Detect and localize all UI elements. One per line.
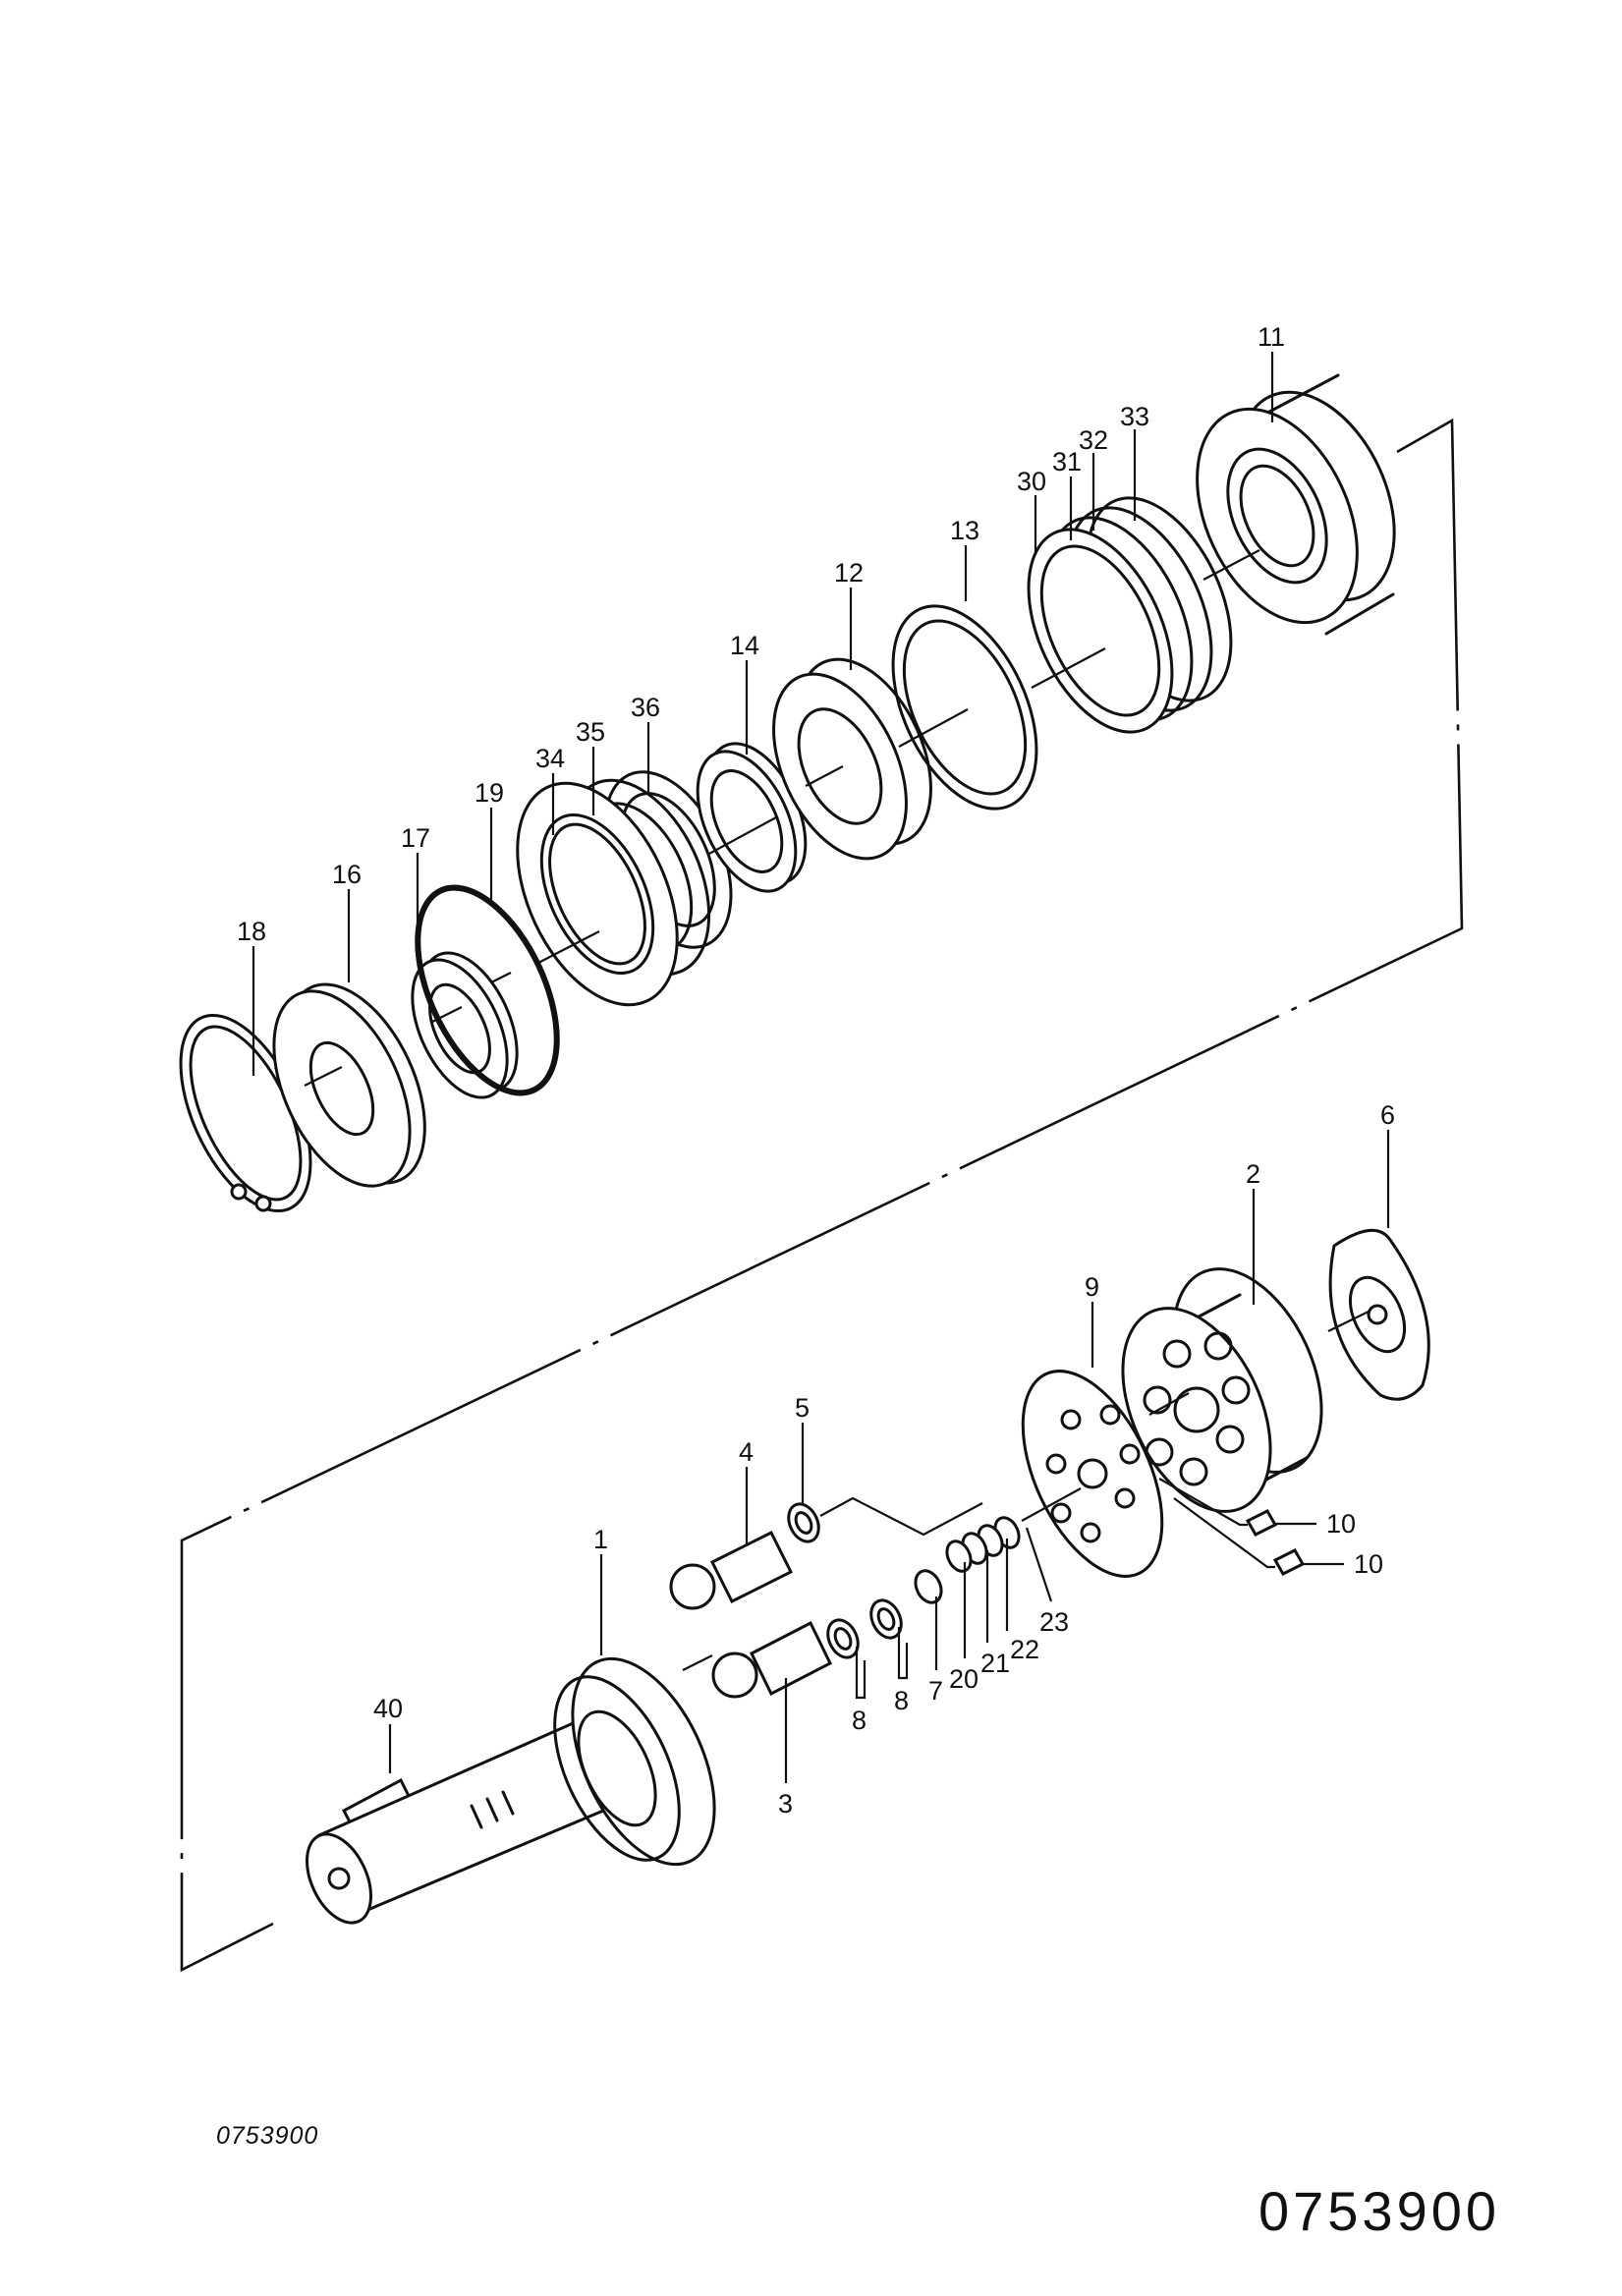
drawing-reference-small: 0753900 [216, 2122, 319, 2150]
callout-8-a: 8 [852, 1706, 867, 1735]
callout-9: 9 [1085, 1272, 1099, 1302]
callout-31: 31 [1052, 447, 1082, 476]
part-10-bolt-b [1272, 1548, 1306, 1576]
part-7-bushing [914, 1569, 943, 1604]
callout-23: 23 [1039, 1607, 1069, 1637]
callout-32: 32 [1079, 425, 1108, 455]
callout-1: 1 [593, 1525, 608, 1554]
callout-11: 11 [1258, 322, 1285, 352]
callout-12: 12 [834, 558, 864, 588]
callout-19: 19 [475, 778, 504, 808]
part-5-shoe [787, 1502, 820, 1543]
part-13-spacer-ring [891, 604, 1038, 811]
part-34-plate [516, 781, 679, 1007]
assembly-axis-upper [304, 549, 1260, 1087]
part-4-piston [669, 1530, 794, 1610]
part-17-bushing [411, 951, 519, 1099]
part-16-retainer [272, 982, 426, 1188]
callout-17: 17 [401, 823, 430, 853]
drawing-reference-large: 0753900 [1258, 2180, 1501, 2242]
callout-30: 30 [1017, 467, 1046, 496]
part-14-lock-ring [696, 742, 808, 893]
part-19-o-ring [415, 884, 560, 1096]
part-3-piston [711, 1620, 832, 1699]
assembly-axis-lower [682, 1310, 1371, 1671]
leader-lines [252, 352, 1390, 1783]
callout-10-b: 10 [1354, 1549, 1383, 1579]
callout-20: 20 [949, 1664, 979, 1694]
callout-2: 2 [1246, 1159, 1260, 1189]
part-6-valve-plate [1328, 1228, 1430, 1401]
callout-labels: 11 33 32 31 30 13 12 14 36 35 34 19 17 1… [237, 322, 1395, 1819]
callout-22: 22 [1010, 1635, 1039, 1664]
callout-6: 6 [1380, 1100, 1395, 1130]
part-2-cylinder-block [1121, 1267, 1323, 1513]
callout-36: 36 [631, 693, 660, 722]
callout-14: 14 [730, 631, 759, 660]
callout-13: 13 [950, 516, 979, 545]
callout-4: 4 [739, 1437, 754, 1467]
callout-40: 40 [373, 1694, 403, 1723]
part-1-shaft-gear [306, 1656, 716, 1925]
part-8-shoe-a [826, 1618, 860, 1659]
part-11-housing [1196, 373, 1396, 636]
part-9-retainer-plate [1021, 1370, 1164, 1578]
assembly-frame [180, 418, 1464, 1973]
callout-5: 5 [795, 1393, 810, 1423]
callout-21: 21 [980, 1649, 1010, 1678]
callout-18: 18 [237, 917, 266, 946]
callout-16: 16 [332, 860, 362, 889]
callout-33: 33 [1120, 402, 1149, 431]
part-8-shoe-b [869, 1598, 903, 1640]
part-20-23-washers [945, 1516, 1021, 1573]
callout-7: 7 [928, 1676, 943, 1706]
callout-3: 3 [778, 1789, 793, 1819]
part-10-bolt-a [1245, 1509, 1278, 1537]
callout-8-b: 8 [894, 1686, 909, 1715]
callout-34: 34 [535, 744, 565, 773]
callout-35: 35 [576, 717, 605, 747]
callout-10-a: 10 [1326, 1509, 1356, 1539]
